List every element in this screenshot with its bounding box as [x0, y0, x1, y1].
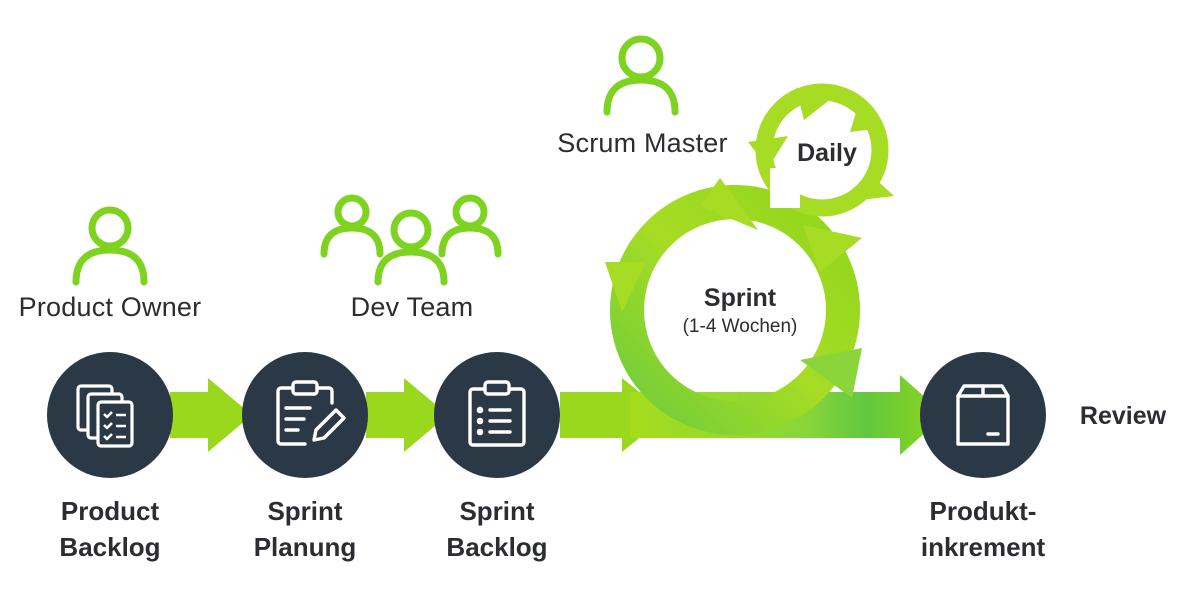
daily-arrowhead-3 — [850, 100, 882, 132]
product-owner-person-icon — [72, 206, 148, 286]
stage-product-backlog — [47, 352, 173, 478]
sprint-arrowhead-top — [700, 178, 758, 230]
dev-team-icon — [320, 194, 502, 286]
stage-label-line-2: Backlog — [59, 532, 161, 562]
stage-increment — [920, 352, 1046, 478]
scrum-master-person-icon — [603, 35, 679, 116]
sprint-arrowhead-left — [605, 262, 646, 312]
stage-label-line-2: Planung — [253, 532, 357, 562]
role-dev-team: Dev Team — [350, 292, 474, 322]
sprint-duration: (1-4 Wochen) — [682, 316, 798, 337]
arrow-backlog-to-planning — [170, 378, 252, 452]
stage-label-line-1: Sprint — [459, 496, 535, 526]
stacked-checklist-icon — [76, 384, 134, 448]
clipboard-list-icon — [468, 380, 526, 447]
daily-cycle — [748, 83, 894, 217]
role-product-owner: Product Owner — [18, 292, 202, 322]
clipboard-pencil-icon — [276, 380, 346, 446]
review-label: Review — [1079, 402, 1167, 430]
role-scrum-master: Scrum Master — [557, 128, 728, 158]
stage-label-product-backlog: Product Backlog — [30, 493, 190, 565]
daily-arrowhead-4 — [860, 172, 894, 200]
stage-label-line-1: Product — [60, 496, 160, 526]
stage-label-sprint-planning: Sprint Planung — [225, 493, 385, 565]
stage-label-line-1: Produkt- — [929, 496, 1037, 526]
daily-label: Daily — [797, 139, 857, 167]
arrow-planning-to-sprintbacklog — [366, 378, 448, 452]
stage-label-sprint-backlog: Sprint Backlog — [417, 493, 577, 565]
box-icon — [956, 384, 1010, 446]
stage-sprint-planning — [242, 352, 368, 478]
sprint-cycle — [605, 178, 862, 435]
stage-label-increment: Produkt- inkrement — [893, 493, 1073, 565]
stage-label-line-2: Backlog — [446, 532, 548, 562]
sprint-arrowhead-bottom — [800, 348, 862, 398]
sprint-arrowhead-right — [803, 225, 862, 272]
stage-label-line-2: inkrement — [920, 532, 1046, 562]
daily-arrowhead-1 — [748, 136, 788, 168]
daily-arrowhead-2 — [796, 88, 832, 120]
stage-sprint-backlog — [434, 352, 560, 478]
stage-label-line-1: Sprint — [267, 496, 343, 526]
sprint-title: Sprint — [703, 284, 777, 312]
